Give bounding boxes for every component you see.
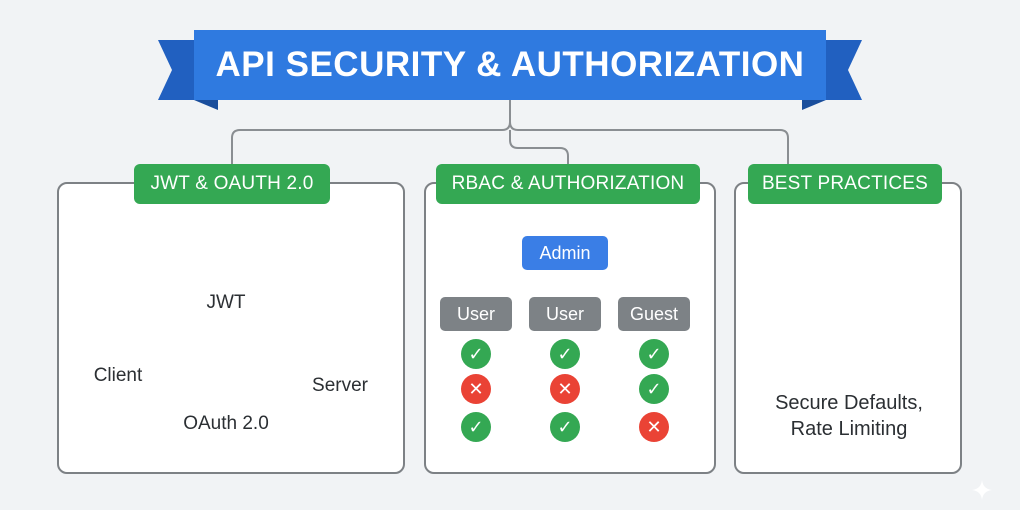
banner-left-tail	[158, 40, 194, 100]
oauth-label: OAuth 2.0	[183, 413, 269, 434]
panel-jwt-oauth	[57, 182, 405, 474]
tree-connectors	[231, 100, 789, 164]
role-guest: Guest	[618, 297, 690, 331]
check-icon: ✓	[550, 339, 580, 369]
page-title: API SECURITY & AUTHORIZATION	[215, 45, 805, 84]
title-banner-body: API SECURITY & AUTHORIZATION	[194, 30, 826, 100]
connector-right	[509, 121, 789, 164]
best-practice-line-1: Secure Defaults,	[775, 392, 923, 414]
panel-best-practices	[734, 182, 962, 474]
banner-right-tail	[826, 40, 862, 100]
client-label: Client	[93, 365, 143, 386]
connector-middle	[509, 130, 569, 164]
tag-jwt-oauth: JWT & OAUTH 2.0	[134, 164, 330, 204]
jwt-label: JWT	[206, 292, 246, 313]
best-practice-line-2: Rate Limiting	[790, 418, 908, 440]
role-admin: Admin	[522, 236, 608, 270]
role-user-1: User	[440, 297, 512, 331]
banner-right-fold	[802, 100, 826, 110]
role-user-2: User	[529, 297, 601, 331]
cross-icon: ✕	[461, 374, 491, 404]
banner-left-fold	[194, 100, 218, 110]
check-icon: ✓	[639, 374, 669, 404]
check-icon: ✓	[461, 339, 491, 369]
tag-best-practices: BEST PRACTICES	[748, 164, 942, 204]
check-icon: ✓	[550, 412, 580, 442]
tag-rbac: RBAC & AUTHORIZATION	[436, 164, 700, 204]
cross-icon: ✕	[550, 374, 580, 404]
check-icon: ✓	[639, 339, 669, 369]
server-label: Server	[312, 375, 368, 396]
check-icon: ✓	[461, 412, 491, 442]
cross-icon: ✕	[639, 412, 669, 442]
title-banner: API SECURITY & AUTHORIZATION	[158, 30, 862, 110]
sparkle-icon	[972, 480, 992, 500]
